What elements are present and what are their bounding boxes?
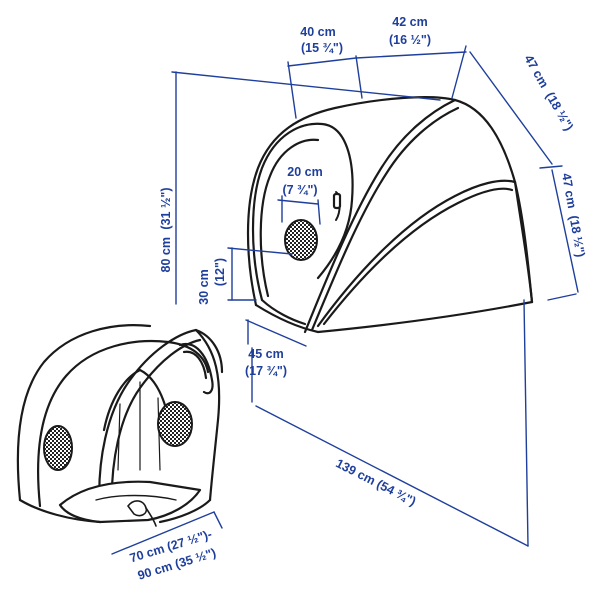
dim-top-rear-imperial: (16 ½") [389,33,431,47]
dim-window-height-imperial: (12") [213,258,227,286]
main-tent-illustration [246,96,534,334]
dim-front-depth-metric: 45 cm [248,347,283,361]
dim-rear-height: 47 cm (18 ½") [559,172,588,258]
dim-window-width-imperial: (7 ¾") [282,183,317,197]
dim-top-front-metric: 40 cm [300,25,335,39]
dim-top-front-imperial: (15 ¾") [301,41,343,55]
dim-window-width-metric: 20 cm [287,165,322,179]
dim-top-rear-metric: 42 cm [392,15,427,29]
dim-overall-height: 80 cm (31 ½") [159,188,173,273]
dim-rear-slope: 47 cm (18 ½") [521,53,576,134]
mesh-window-small-left [43,425,73,471]
mesh-window-small-right [157,401,193,447]
dimension-lines [111,45,579,555]
dim-front-depth-imperial: (17 ¾") [245,364,287,378]
mesh-window-main [284,219,318,261]
dim-window-height-metric: 30 cm [197,269,211,304]
